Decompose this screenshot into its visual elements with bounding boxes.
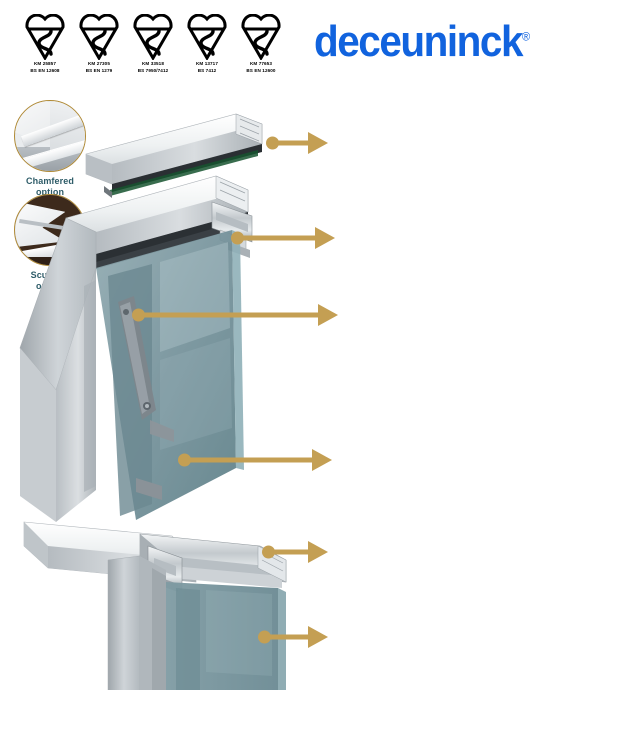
certification-marks-row: KM 25857 BS EN 12608 KM 27305 BS EN 1279… xyxy=(20,14,286,74)
callout-arrowhead xyxy=(308,132,328,154)
callout-stem xyxy=(264,634,308,640)
certification-mark: KM 33518 BS 7950/7412 xyxy=(128,14,178,74)
certification-mark: KM 77653 BS EN 12600 xyxy=(236,14,286,74)
callout-arrowhead xyxy=(318,304,338,326)
deceuninck-logo: deceuninck® xyxy=(314,20,530,64)
kitemark-icon xyxy=(128,14,178,60)
caption-line-1: Chamfered xyxy=(26,176,74,186)
certification-mark: KM 27305 BS EN 1279 xyxy=(74,14,124,74)
callout-stem xyxy=(138,312,318,318)
option-chamfered: Chamfered option xyxy=(4,100,96,199)
callout-arrow-5 xyxy=(262,540,328,564)
certification-number: KM 33518 xyxy=(142,61,164,66)
callout-arrowhead xyxy=(315,227,335,249)
callout-stem xyxy=(237,235,315,241)
callout-arrow-2 xyxy=(231,226,335,250)
callout-arrow-4 xyxy=(178,448,332,472)
chamfered-profile-detail xyxy=(14,100,86,172)
certification-mark: KM 25857 BS EN 12608 xyxy=(20,14,70,74)
certification-standard: BS EN 12600 xyxy=(246,68,276,74)
kitemark-icon xyxy=(182,14,232,60)
sculpted-profile-detail xyxy=(14,194,86,266)
kitemark-icon xyxy=(74,14,124,60)
certification-standard: BS EN 12608 xyxy=(30,68,60,74)
certification-standard: BS EN 1279 xyxy=(85,68,113,74)
callout-arrow-1 xyxy=(266,131,328,155)
certification-number: KM 13717 xyxy=(196,61,218,66)
callout-arrow-6 xyxy=(258,625,328,649)
certification-standard: BS 7412 xyxy=(197,68,217,74)
callout-stem xyxy=(184,457,312,463)
callout-stem xyxy=(268,549,308,555)
callout-arrow-3 xyxy=(132,303,338,327)
callout-arrowhead xyxy=(312,449,332,471)
kitemark-icon xyxy=(236,14,286,60)
callout-arrowhead xyxy=(308,626,328,648)
option-chamfered-caption: Chamfered option xyxy=(4,176,96,199)
certification-number: KM 27305 xyxy=(88,61,110,66)
window-cutaway-render xyxy=(0,90,330,730)
certification-number: KM 25857 xyxy=(34,61,56,66)
registered-trademark-icon: ® xyxy=(522,29,531,44)
certification-number: KM 77653 xyxy=(250,61,272,66)
callout-arrowhead xyxy=(308,541,328,563)
caption-line-2: option xyxy=(35,187,65,198)
callout-stem xyxy=(272,140,308,146)
logo-wordmark: deceuninck xyxy=(314,17,523,66)
certification-standard: BS 7950/7412 xyxy=(137,68,169,74)
kitemark-icon xyxy=(20,14,70,60)
certification-mark: KM 13717 BS 7412 xyxy=(182,14,232,74)
